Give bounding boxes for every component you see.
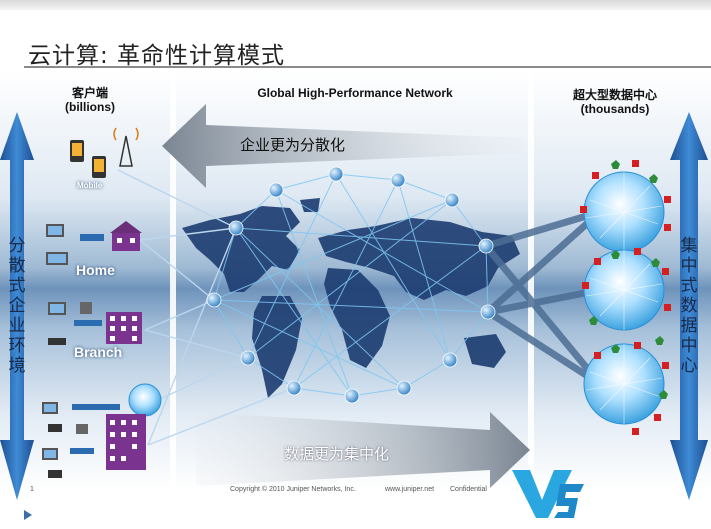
copyright-text: Copyright © 2010 Juniper Networks, Inc. (230, 486, 356, 493)
datacenter-cluster-2 (583, 249, 665, 331)
footer-url: www.juniper.net (385, 486, 435, 493)
datacenter-uplinks (483, 208, 603, 387)
network-mesh (213, 173, 489, 397)
branch-devices (48, 302, 102, 345)
page-number: 1 (30, 486, 34, 493)
home-devices (46, 224, 104, 265)
watermark-logo (512, 470, 584, 518)
mobile-device-icons (70, 127, 139, 178)
datacenter-header-line2: (thousands) (580, 102, 650, 116)
network-header: Global High-Performance Network (257, 86, 453, 100)
client-links (117, 169, 295, 446)
centralize-arrow (196, 412, 530, 488)
slide-title: 云计算: 革命性计算模式 (28, 43, 286, 69)
watermark-site-url: bbs.vlan5.com (588, 506, 666, 518)
datacenter-cluster-1 (583, 171, 665, 253)
mobile-label: Mobile (77, 181, 103, 190)
decentralize-arrow (162, 104, 525, 188)
confidential-text: Confidential (450, 486, 487, 493)
branch-label: Branch (74, 344, 123, 360)
left-vertical-arrow (0, 112, 34, 500)
hq-building-icon (106, 414, 146, 470)
top-bar (0, 0, 711, 10)
column-divider-left (170, 72, 176, 490)
home-building-icon (110, 221, 142, 251)
branch-building-icon (106, 312, 142, 344)
slide-nav-arrow-icon[interactable] (24, 510, 32, 520)
centralize-label: 数据更为集中化 (284, 445, 390, 463)
decentralized-enterprise-label: 分散式企业环境 (8, 236, 26, 376)
centralized-datacenter-label: 集中式数据中心 (680, 236, 698, 376)
datacenter-cluster-3 (583, 343, 665, 425)
datacenter-header: 超大型数据中心 (thousands) (555, 88, 675, 116)
right-vertical-arrow (670, 112, 708, 500)
client-header-line1: 客户端 (71, 86, 108, 100)
client-header: 客户端 (billions) (50, 86, 130, 114)
hq-devices (42, 383, 162, 478)
home-label: Home (76, 262, 115, 278)
column-divider-right (528, 72, 534, 490)
network-nodes (206, 166, 496, 404)
server-markers (580, 160, 671, 435)
client-header-line2: (billions) (65, 100, 115, 114)
title-rule (24, 66, 711, 68)
datacenter-header-line1: 超大型数据中心 (572, 88, 657, 102)
decentralize-label: 企业更为分散化 (240, 136, 346, 154)
